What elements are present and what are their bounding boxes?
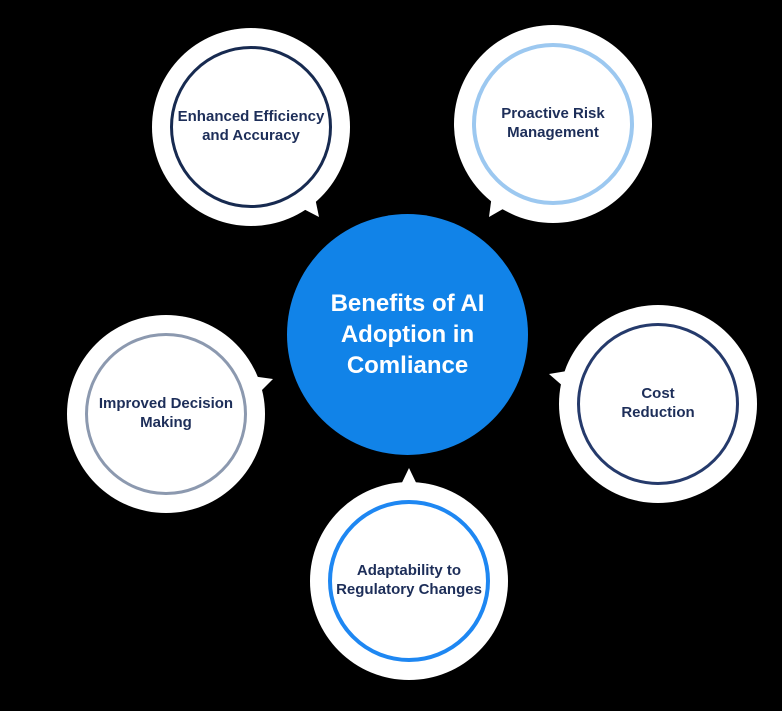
node-adaptability: Adaptability to Regulatory Changes (310, 482, 508, 680)
node-ring-proactive-risk (472, 43, 634, 205)
node-label-enhanced-efficiency: Enhanced Efficiency and Accuracy (177, 108, 325, 144)
node-improved-decision: Improved Decision Making (67, 315, 265, 513)
center-node: Benefits of AI Adoption in Comliance (287, 214, 528, 455)
node-label-adaptability: Adaptability to Regulatory Changes (336, 562, 482, 598)
node-enhanced-efficiency: Enhanced Efficiency and Accuracy (152, 28, 350, 226)
center-label: Benefits of AI Adoption in Comliance (330, 289, 485, 380)
node-proactive-risk: Proactive Risk Management (454, 25, 652, 223)
node-ring-improved-decision (85, 333, 247, 495)
node-label-proactive-risk: Proactive Risk Management (501, 105, 605, 141)
node-cost-reduction: Cost Reduction (559, 305, 757, 503)
node-ring-adaptability (328, 500, 490, 662)
node-ring-enhanced-efficiency (170, 46, 332, 208)
node-label-improved-decision: Improved Decision Making (98, 395, 234, 431)
node-label-cost-reduction: Cost Reduction (621, 385, 695, 421)
node-ring-cost-reduction (577, 323, 739, 485)
